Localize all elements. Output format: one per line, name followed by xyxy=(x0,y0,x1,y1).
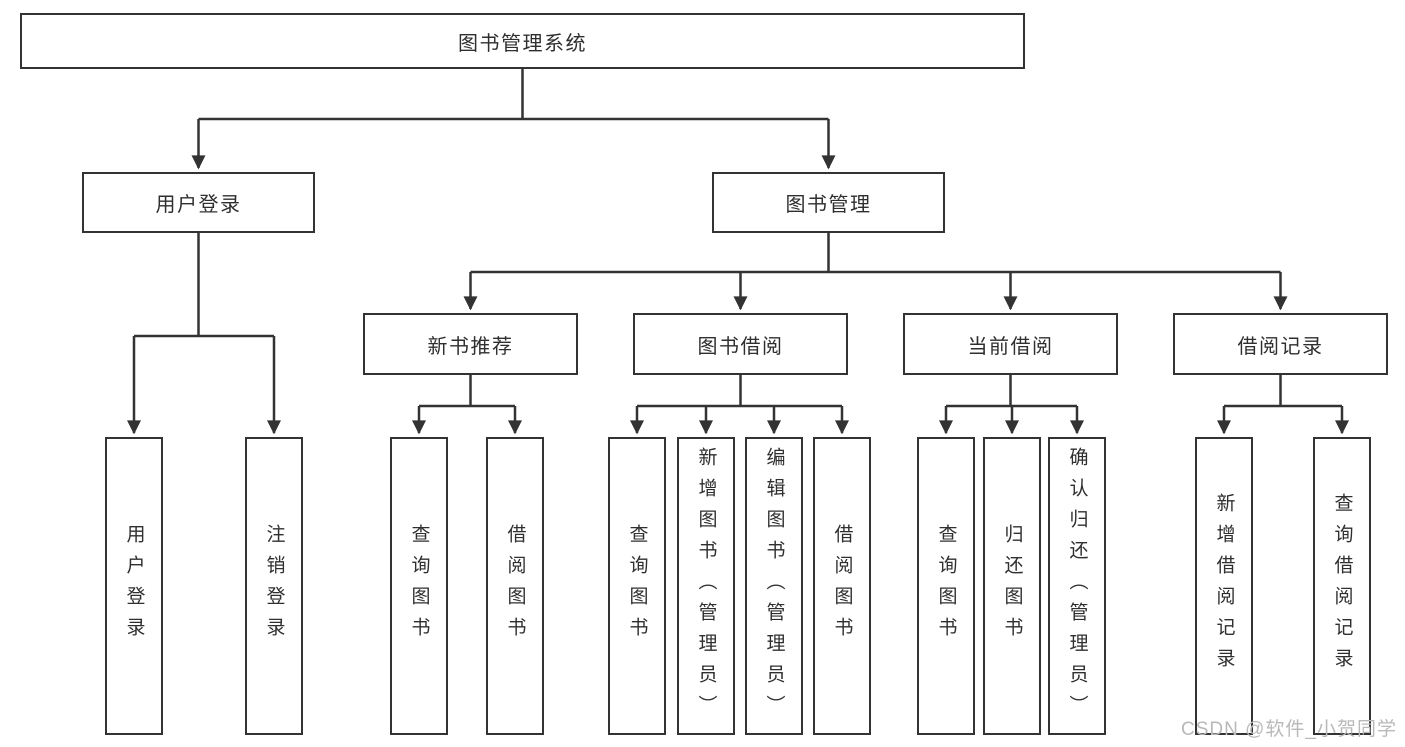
leaf-label: 确认归还（管理员） xyxy=(1066,446,1088,726)
node-book-borrowing: 图书借阅 xyxy=(633,313,848,375)
leaf-return-books: 归还图书 xyxy=(983,437,1041,735)
leaf-query-books-borrowing: 查询图书 xyxy=(608,437,666,735)
node-new-book-recommend: 新书推荐 xyxy=(363,313,578,375)
leaf-query-books-recommend: 查询图书 xyxy=(390,437,448,735)
node-user-login: 用户登录 xyxy=(82,172,315,233)
node-book-management-label: 图书管理 xyxy=(785,194,872,216)
node-new-book-recommend-label: 新书推荐 xyxy=(427,335,514,358)
leaf-label: 借阅图书 xyxy=(831,524,853,648)
node-borrow-records-label: 借阅记录 xyxy=(1237,335,1324,358)
leaf-query-borrow-record: 查询借阅记录 xyxy=(1313,437,1371,735)
leaf-logout: 注销登录 xyxy=(245,437,303,735)
node-current-borrowing: 当前借阅 xyxy=(903,313,1118,375)
node-book-management: 图书管理 xyxy=(712,172,945,233)
leaf-label: 查询借阅记录 xyxy=(1331,493,1353,679)
node-current-borrowing-label: 当前借阅 xyxy=(967,335,1054,358)
leaf-label: 新增图书（管理员） xyxy=(695,446,717,726)
leaf-borrow-books-recommend: 借阅图书 xyxy=(486,437,544,735)
node-borrow-records: 借阅记录 xyxy=(1173,313,1388,375)
leaf-label: 用户登录 xyxy=(123,524,145,648)
leaf-label: 查询图书 xyxy=(626,524,648,648)
leaf-label: 新增借阅记录 xyxy=(1213,493,1235,679)
leaf-label: 查询图书 xyxy=(935,524,957,648)
leaf-label: 编辑图书（管理员） xyxy=(763,446,785,726)
node-root-label: 图书管理系统 xyxy=(458,32,587,55)
node-user-login-label: 用户登录 xyxy=(155,194,242,216)
leaf-edit-books-admin: 编辑图书（管理员） xyxy=(745,437,803,735)
leaf-label: 注销登录 xyxy=(263,524,285,648)
leaf-query-books-current: 查询图书 xyxy=(917,437,975,735)
leaf-label: 归还图书 xyxy=(1001,524,1023,648)
leaf-label: 借阅图书 xyxy=(504,524,526,648)
leaf-user-login: 用户登录 xyxy=(105,437,163,735)
node-root: 图书管理系统 xyxy=(20,13,1025,69)
leaf-confirm-return-admin: 确认归还（管理员） xyxy=(1048,437,1106,735)
leaf-add-borrow-record: 新增借阅记录 xyxy=(1195,437,1253,735)
node-book-borrowing-label: 图书借阅 xyxy=(697,335,784,358)
leaf-borrow-books: 借阅图书 xyxy=(813,437,871,735)
leaf-add-books-admin: 新增图书（管理员） xyxy=(677,437,735,735)
leaf-label: 查询图书 xyxy=(408,524,430,648)
